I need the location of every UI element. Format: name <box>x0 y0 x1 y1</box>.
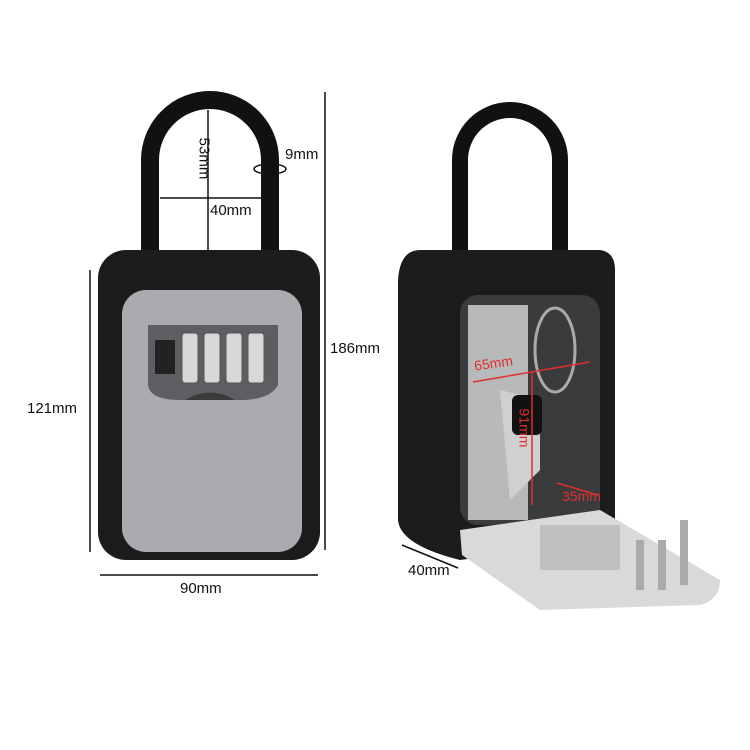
shackle-height-label: 53mm <box>195 137 213 180</box>
body-height-label: 121mm <box>27 400 78 417</box>
body-width-label: 90mm <box>180 580 222 597</box>
combination-dials <box>181 332 265 384</box>
interior-dimension-lines <box>472 361 599 505</box>
release-button <box>155 340 175 374</box>
dimension-lines <box>89 92 459 576</box>
depth-label: 40mm <box>408 562 450 579</box>
inner-depth-label: 35mm <box>562 488 601 504</box>
shackle-width-label: 40mm <box>210 202 252 219</box>
total-height-label: 186mm <box>330 340 381 357</box>
inner-height-label: 91mm <box>516 408 533 448</box>
shackle <box>141 91 279 260</box>
open-lockbox <box>398 102 720 610</box>
closed-lockbox <box>98 91 320 560</box>
shackle-diameter-label: 9mm <box>285 146 319 163</box>
